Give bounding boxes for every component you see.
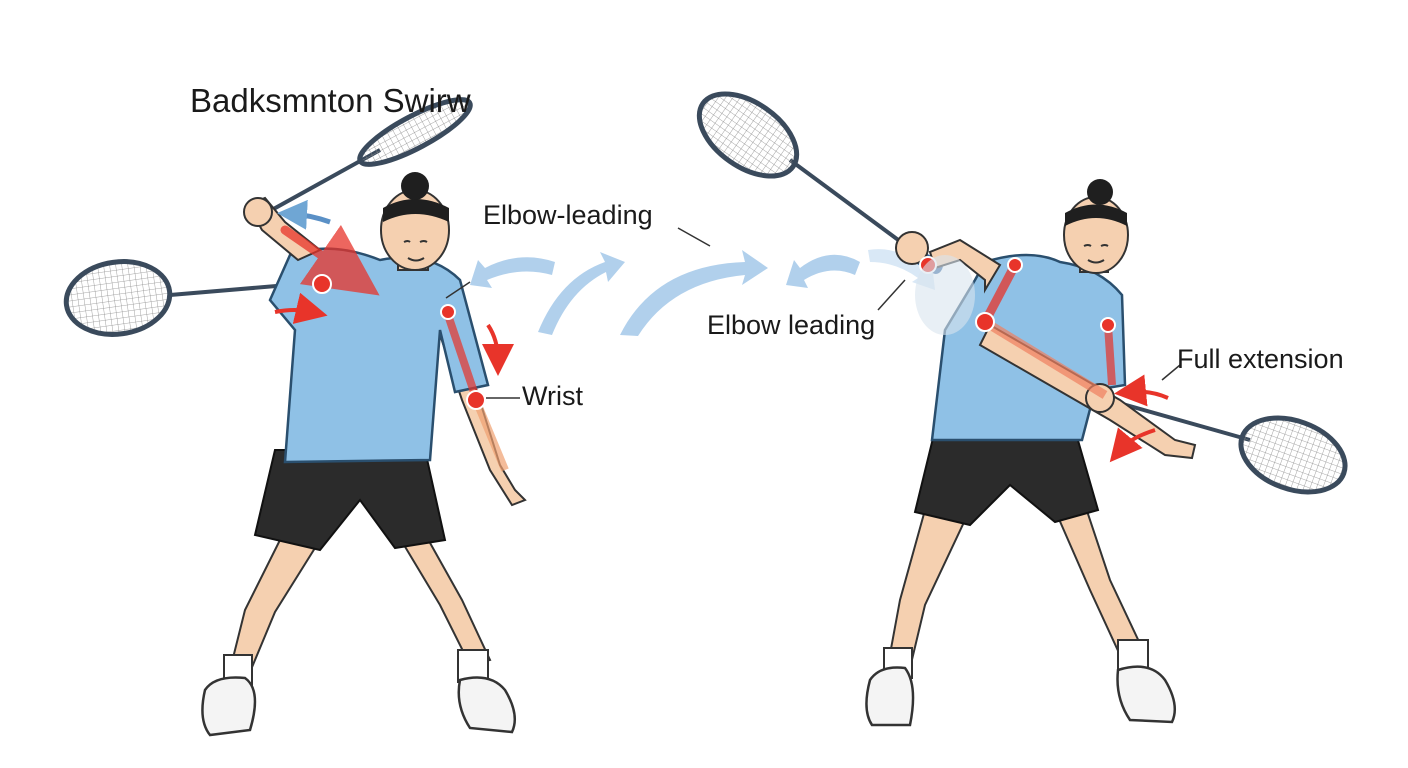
motion-arrow-blue <box>277 199 331 230</box>
swing-arrow-4 <box>786 254 860 288</box>
motion-arrow-red <box>274 292 328 324</box>
label-full-extension: Full extension <box>1177 344 1344 374</box>
shirt-left <box>268 247 490 464</box>
shoe-left <box>201 676 257 737</box>
joint-highlights-right <box>919 256 1116 399</box>
player-left <box>63 97 527 737</box>
label-elbow-leading-mid: Elbow leading <box>707 310 876 340</box>
shoe-right-r <box>1116 665 1177 724</box>
label-wrist: Wrist <box>522 381 583 411</box>
leader-shoulder <box>445 281 471 299</box>
headband-right <box>1065 204 1127 226</box>
racket-right-lower <box>1079 390 1348 495</box>
swing-arrow-1 <box>470 257 555 288</box>
hand-right-upper <box>895 231 929 265</box>
joint-highlights-left <box>280 224 509 472</box>
label-elbow-leading-top: Elbow-leading <box>483 200 653 230</box>
shoe-right <box>457 676 517 734</box>
motion-arrow-red <box>481 323 514 376</box>
diagram-title: Badksmnton Swirw <box>190 82 471 119</box>
headband-left <box>383 199 449 222</box>
shoe-left-r <box>865 666 915 727</box>
shorts-left <box>253 449 447 552</box>
motion-blur <box>915 255 975 335</box>
shorts-right <box>913 429 1100 527</box>
racket-left-lower <box>63 259 301 337</box>
leader-elbow-leading-mid <box>877 279 906 311</box>
leader-elbow-leading-top <box>677 227 711 247</box>
motion-arrow-red <box>1114 374 1169 407</box>
hand-left-upper <box>243 197 273 227</box>
player-right <box>696 91 1348 727</box>
motion-arrow-red <box>1109 427 1156 463</box>
leader-full-extension <box>1161 364 1181 381</box>
swing-arrow-2 <box>538 252 625 335</box>
swing-arrow-3 <box>620 250 768 336</box>
